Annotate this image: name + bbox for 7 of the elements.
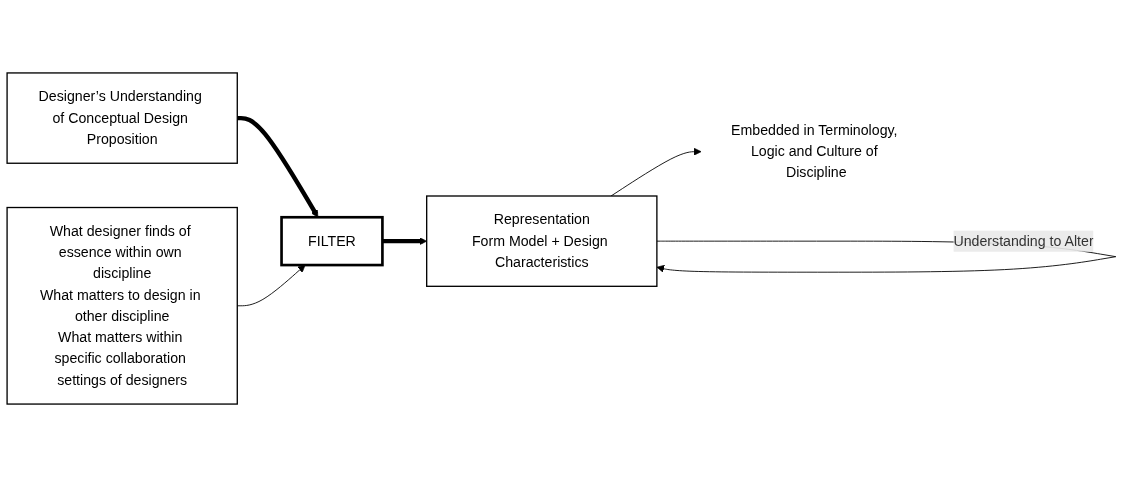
node-box: Designer’s Understanding of Conceptual Design Proposition	[6, 72, 238, 164]
node-box: What designer finds of essence within own discipline What matters to design in other discipline What matters within specific collaboration settings of designers	[6, 206, 238, 405]
arrow	[237, 115, 319, 218]
node-box: Representation Form Model + Design Characteristics	[426, 195, 658, 287]
node-box: FILTER	[280, 215, 384, 267]
edge-label: Understanding to Alter	[953, 233, 1094, 249]
node-text: Embedded in Terminology, Logic and Culture of Discipline	[731, 122, 898, 181]
